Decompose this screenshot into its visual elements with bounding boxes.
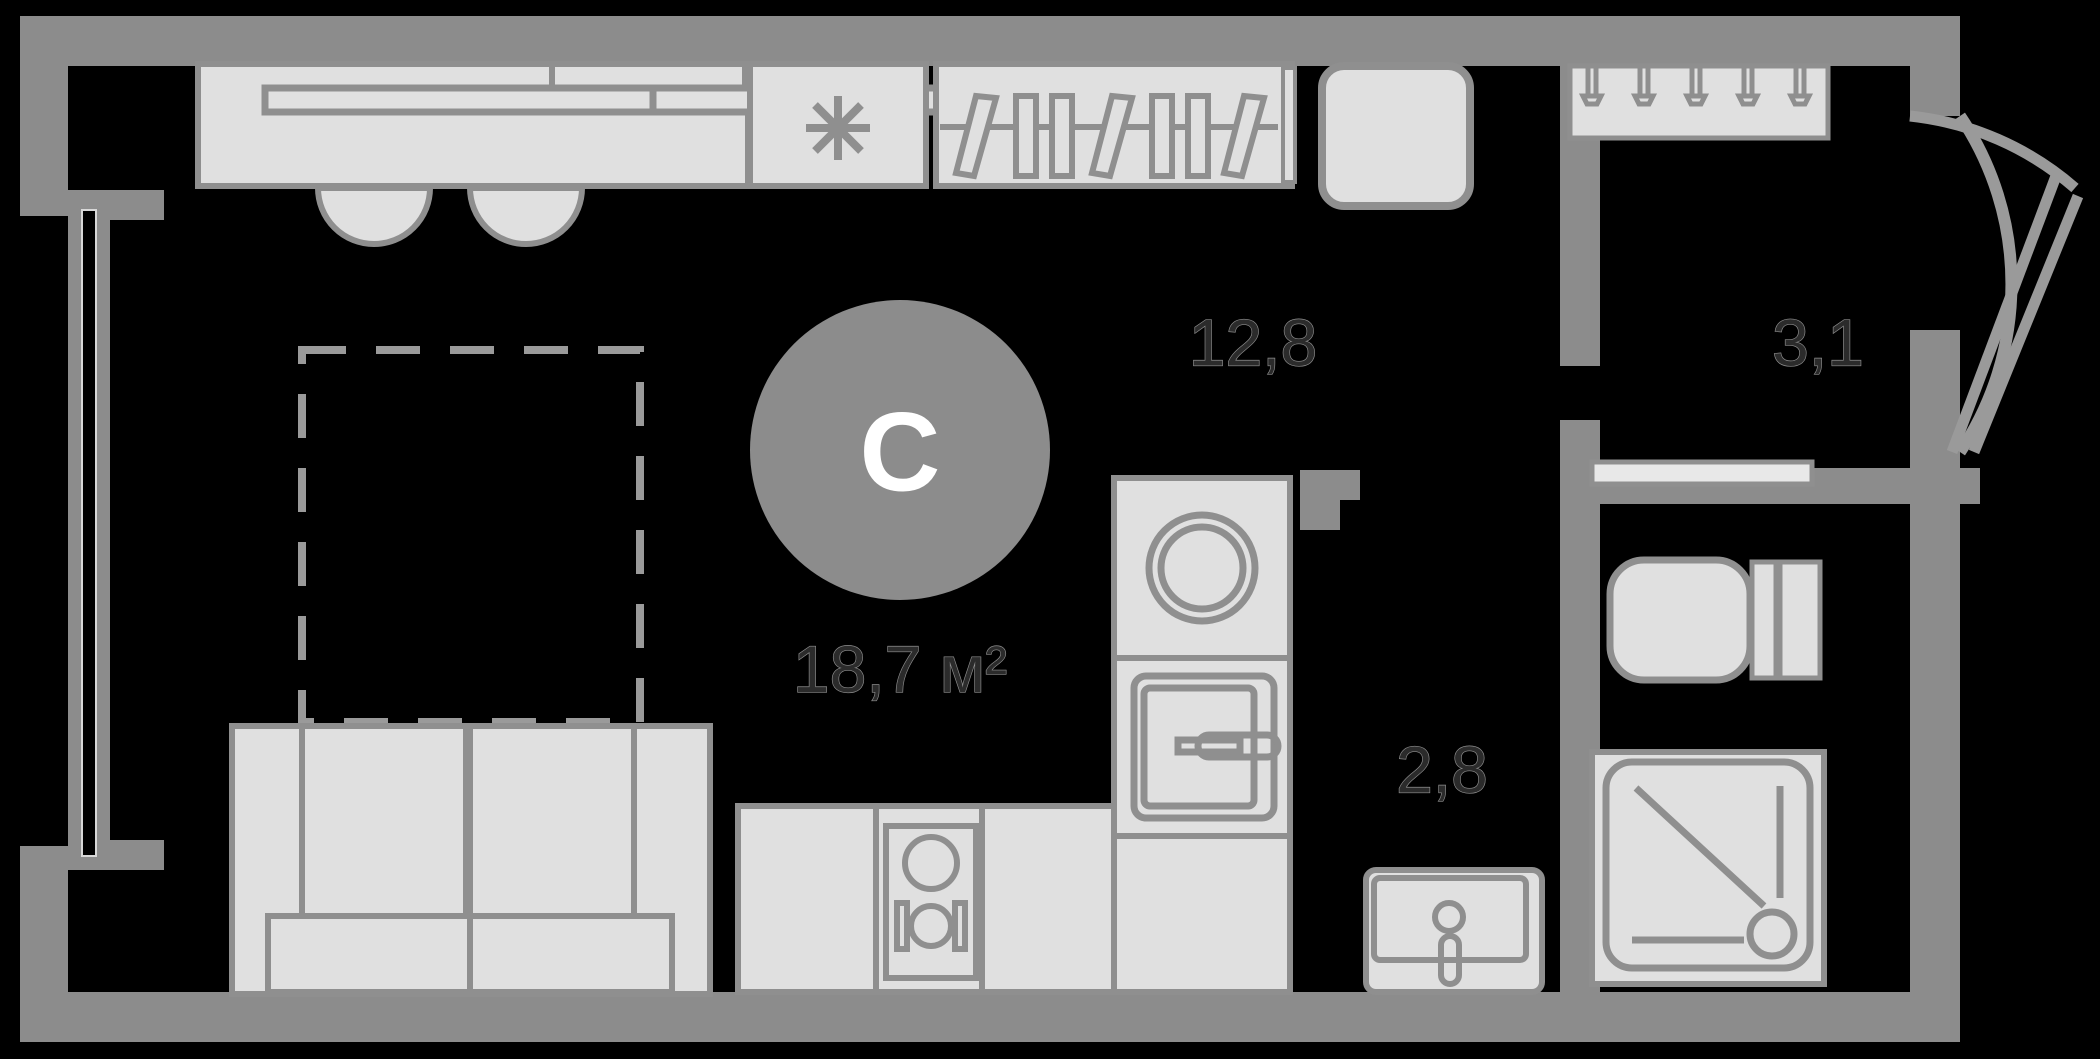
room-area-bathroom: 2,8	[1396, 732, 1488, 806]
appliance-column	[1111, 475, 1293, 995]
shower-tray	[1589, 749, 1827, 987]
hooks-icon	[1578, 68, 1814, 107]
balcony-window	[81, 209, 97, 857]
total-area-value: 18,7	[793, 632, 921, 706]
coat-rack	[1567, 63, 1831, 141]
total-area-unit: м²	[940, 632, 1007, 706]
sofa	[229, 723, 713, 997]
room-area-hallway: 3,1	[1772, 305, 1864, 379]
room-area-living-kitchen: 12,8	[1189, 305, 1317, 379]
sink-icon	[1130, 672, 1282, 822]
washing-machine	[1111, 475, 1293, 661]
total-area-label: 18,7 м²	[793, 632, 1007, 706]
toilet	[1589, 459, 1823, 684]
area-badge: C	[750, 300, 1050, 600]
shower-icon	[1602, 758, 1814, 972]
bed	[298, 346, 644, 726]
toilet-icon	[1606, 556, 1823, 684]
bookshelf	[933, 61, 1297, 189]
badge-letter: C	[860, 390, 941, 515]
badge-circle	[750, 300, 1050, 600]
washbasin	[1363, 867, 1545, 995]
bar-stool-left	[314, 185, 434, 247]
refrigerator	[747, 61, 929, 189]
door-swing-icon	[1946, 174, 2084, 455]
entrance-door	[1909, 110, 2084, 456]
books-icon	[952, 92, 1268, 180]
kitchen-counter	[195, 61, 957, 189]
snowflake-icon	[806, 96, 870, 160]
armchair	[1318, 62, 1474, 210]
bar-stool-right	[466, 185, 586, 247]
bed-outline-icon	[298, 346, 644, 726]
washer-icon	[1145, 511, 1259, 625]
plate-cutlery-icon	[894, 834, 968, 952]
washbasin-icon	[1371, 875, 1529, 987]
dining-table	[883, 823, 979, 981]
